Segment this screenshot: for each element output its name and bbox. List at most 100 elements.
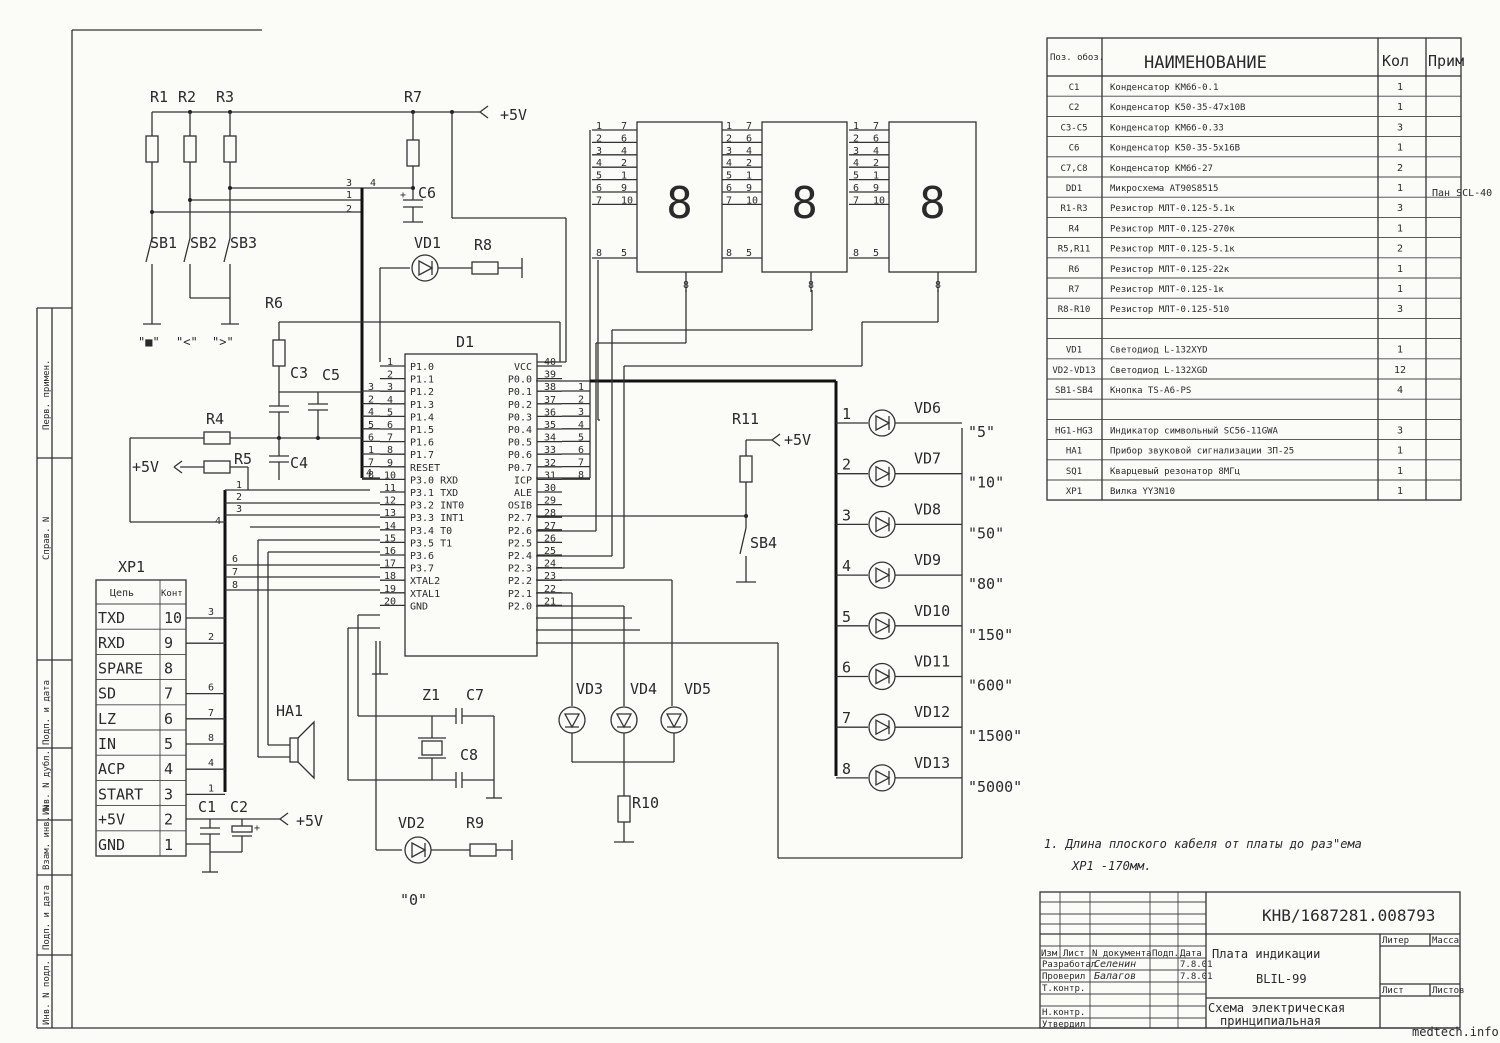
xp1-wire-num: 7 (208, 708, 214, 719)
led-value-label: "5" (968, 423, 995, 441)
bom-row-name: Кнопка TS-A6-PS (1110, 386, 1191, 396)
tb-col-list: Лист (1063, 949, 1085, 959)
vd2-label: VD2 (398, 814, 425, 832)
bom-row-name: Резистор МЛТ-0.125-510 (1110, 305, 1229, 315)
xp1-pin: 4 (164, 760, 173, 778)
r10-label: R10 (632, 794, 659, 812)
bom-row-pos: HG1-HG3 (1055, 426, 1093, 436)
svg-text:3: 3 (236, 504, 242, 515)
display-pin-a: 7 (596, 195, 602, 206)
tb-role-6: Утвердил (1042, 1020, 1085, 1030)
mcu-left-pin-name: XTAL2 (410, 576, 440, 587)
mcu-right-pin-num: 29 (544, 496, 556, 507)
p0-wire-num: 2 (578, 395, 584, 406)
bom-row-pos: C2 (1069, 103, 1080, 113)
p1-wire-num: 8 (368, 470, 374, 481)
bom-row-name: Конденсатор К50-35-5х16В (1110, 144, 1240, 154)
led-ref: VD12 (914, 703, 950, 721)
tb-col-doc: N документа (1092, 949, 1152, 959)
mcu-left-pin-name: P1.5 (410, 425, 434, 436)
bom-row-pos: C3-C5 (1060, 123, 1087, 133)
bom-row-pos: R4 (1069, 224, 1080, 234)
bom-row-qty: 1 (1397, 446, 1403, 457)
key-left-label: "<" (176, 335, 198, 349)
mcu-right-pin-num: 23 (544, 571, 556, 582)
r7-label: R7 (404, 88, 422, 106)
mcu-left-pin-num: 17 (384, 559, 396, 570)
mcu-right-pin-num: 34 (544, 433, 556, 444)
margin-label-1: Перв. примен. (42, 360, 52, 430)
led-value-label: "10" (968, 474, 1004, 492)
display-pin-b: 10 (746, 195, 758, 206)
led-vd10 (868, 612, 896, 640)
display-pin-b: 1 (873, 171, 879, 182)
c3-label: C3 (290, 364, 308, 382)
resistor-r4 (203, 431, 231, 445)
mcu-left-pin-name: P1.1 (410, 375, 434, 386)
bom-row-qty: 1 (1397, 82, 1403, 93)
c4-label: C4 (290, 454, 308, 472)
led-row-num: 4 (842, 557, 851, 575)
bom-row-pos: SQ1 (1066, 467, 1082, 477)
bom-row-name: Индикатор символьный SC56-11GWA (1110, 426, 1279, 436)
tb-col-sign: Подп. (1152, 949, 1179, 959)
mcu-left-pin-num: 14 (384, 521, 396, 532)
sb2-label: SB2 (190, 234, 217, 252)
mcu-left-pin-num: 3 (387, 382, 393, 393)
xp1-signal: GND (98, 836, 125, 854)
xp1-pin: 6 (164, 710, 173, 728)
margin-label-2: Справ. N (42, 517, 52, 560)
display-pin-a: 3 (853, 146, 859, 157)
display-pin-b: 9 (746, 183, 752, 194)
c8-label: C8 (460, 746, 478, 764)
bom-row-qty: 3 (1397, 425, 1403, 436)
led-value-label: "600" (968, 677, 1013, 695)
r9-label: R9 (466, 814, 484, 832)
mcu-right-pin-name: P0.2 (508, 400, 532, 411)
tb-doc-number: КНВ/1687281.008793 (1262, 906, 1435, 925)
mcu-left-pin-num: 19 (384, 584, 396, 595)
resistor-r6 (272, 339, 286, 367)
p0-wire-num: 3 (578, 407, 584, 418)
svg-text:8: 8 (232, 580, 238, 591)
led-row-num: 7 (842, 709, 851, 727)
display-pin-b: 2 (746, 158, 752, 169)
mcu-left-pin-num: 16 (384, 546, 396, 557)
display-pin-b: 4 (873, 146, 879, 157)
led-vd9 (868, 561, 896, 589)
xp1-signal: START (98, 785, 143, 803)
vd1-label: VD1 (414, 234, 441, 252)
display-digit: 8 (666, 178, 693, 229)
note-line-2: XP1 -170мм. (1071, 859, 1151, 873)
bom-row-pos: HA1 (1066, 447, 1082, 457)
svg-text:6: 6 (232, 554, 238, 565)
svg-text:3: 3 (346, 178, 352, 189)
p1-wire-num: 4 (368, 407, 374, 418)
mcu-left-pin-name: P1.0 (410, 362, 434, 373)
bom-header-pos: Поз. обоз. (1050, 52, 1104, 63)
xp1-signal: SD (98, 685, 116, 703)
bom-row-qty: 12 (1394, 365, 1406, 376)
led-value-label: "150" (968, 626, 1013, 644)
mcu-right-pin-name: P2.5 (508, 538, 532, 549)
title-block: Изм Лист N документа Подп. Дата Разработ… (1039, 891, 1465, 1030)
bom-row-pos: R1-R3 (1060, 204, 1087, 214)
sb1-label: SB1 (150, 234, 177, 252)
display-digit: 8 (919, 178, 946, 229)
tb-subtitle: BLIL-99 (1256, 972, 1307, 986)
plus5v-label-r11: +5V (784, 431, 811, 449)
mcu-right-pin-num: 30 (544, 483, 556, 494)
led-row-num: 8 (842, 760, 851, 778)
bom-row-name: Конденсатор КМ6б-0.1 (1110, 82, 1218, 93)
svg-text:4: 4 (370, 178, 376, 189)
mcu-right-pin-num: 21 (544, 596, 556, 607)
bom-row-pos: VD1 (1066, 346, 1082, 356)
mcu-right-pin-name: P2.1 (508, 589, 532, 600)
margin-label-7: Инв. N подл. (42, 960, 52, 1025)
led-value-label: "50" (968, 524, 1004, 542)
p0-wire-num: 4 (578, 420, 584, 431)
xp1-pin: 3 (164, 785, 173, 803)
tb-role-2: Проверил (1042, 972, 1085, 982)
